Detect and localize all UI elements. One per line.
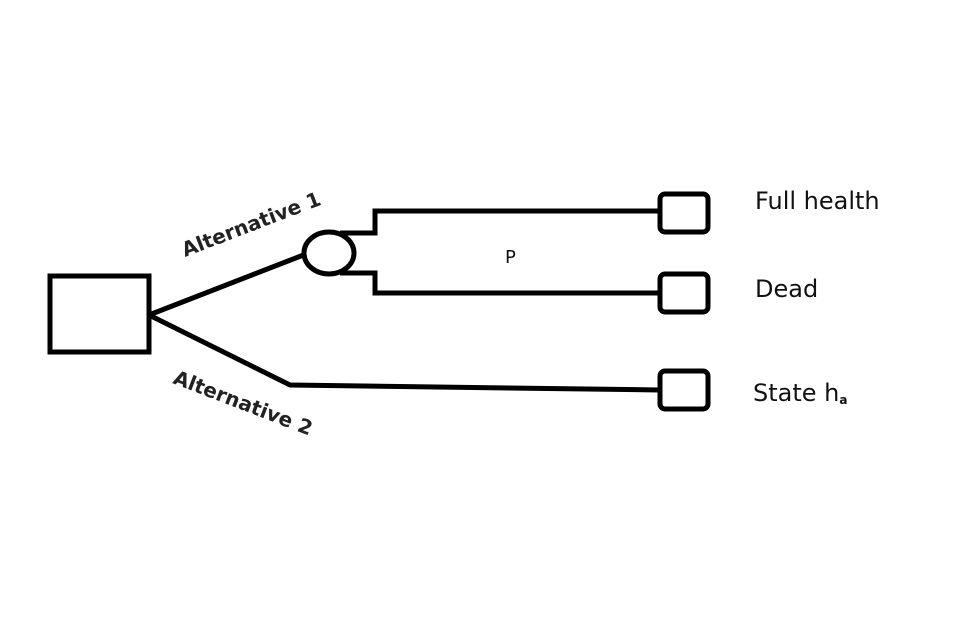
label-probability: P <box>505 247 516 268</box>
label-dead: Dead <box>755 275 818 303</box>
outcome-node-dead <box>657 271 711 315</box>
state-subscript: a <box>839 393 847 407</box>
outcome-node-full-health <box>657 191 711 235</box>
label-state: State ha <box>753 379 847 407</box>
chance-node <box>301 229 357 277</box>
label-alternative-2: Alternative 2 <box>170 365 316 440</box>
label-full-health: Full health <box>755 187 880 215</box>
branch-alternative-2 <box>147 312 661 393</box>
decision-node <box>47 273 152 355</box>
branch-full-health <box>340 208 660 236</box>
branch-alternative-1 <box>148 251 307 318</box>
branch-dead <box>340 270 660 296</box>
outcome-node-state <box>657 368 711 412</box>
state-main: State h <box>753 379 839 407</box>
